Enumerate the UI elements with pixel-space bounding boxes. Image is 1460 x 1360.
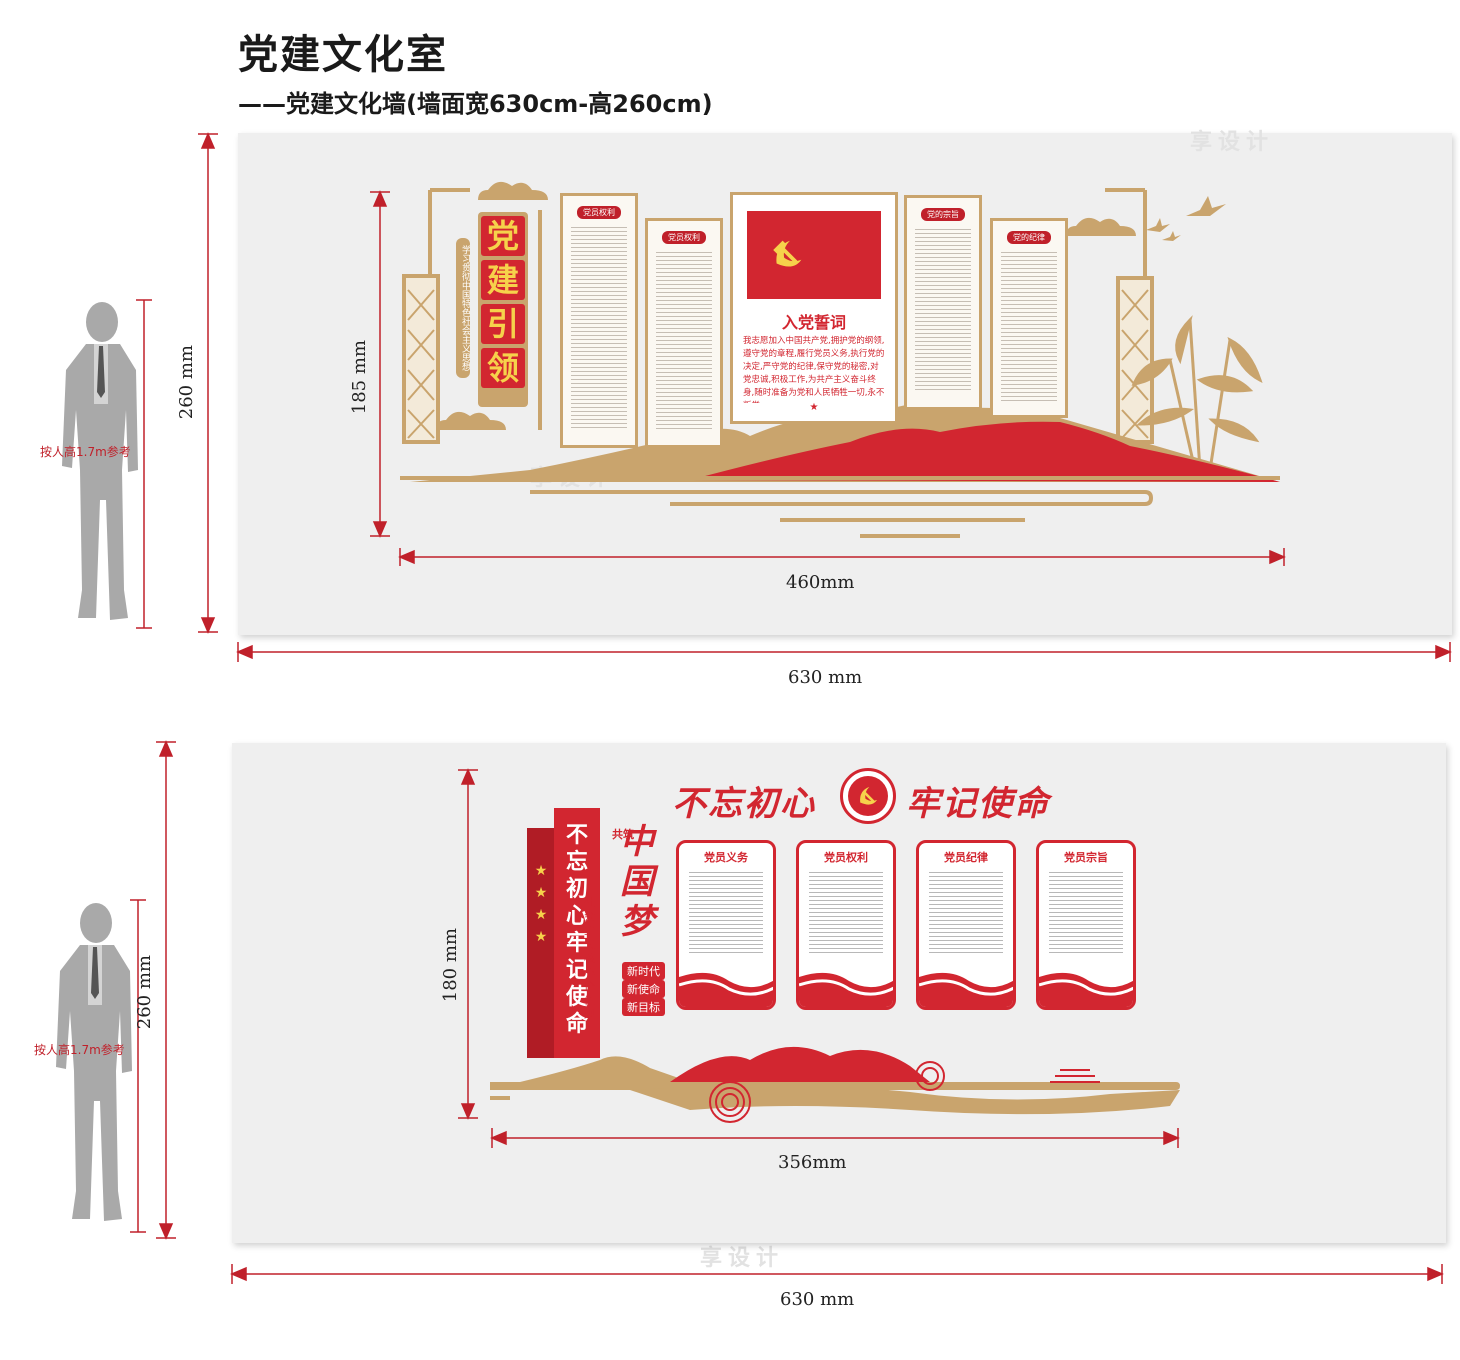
content-height-label: 180 mm [440,928,461,1003]
panel-body-text [689,869,763,955]
wave-decoration [799,972,893,1007]
panel-heading: 党的宗旨 [921,208,965,221]
info-panel: 党员宗旨 [1036,840,1136,1010]
person-height-note: 按人高1.7m参考 [40,445,131,459]
dimension-lines [130,740,1444,1284]
party-flag [747,211,881,299]
panel-heading: 党员宗旨 [1064,851,1108,864]
wall-height-label: 260 mm [134,955,155,1030]
panel-body-text [1049,869,1123,955]
tag-new-goal: 新目标 [622,998,665,1016]
watermark: 享设计 [1190,130,1275,155]
info-panel: 党员纪律 [916,840,1016,1010]
panel-heading: 党员权利 [577,206,621,219]
panel-body-text [656,249,712,431]
wall-width-label: 630 mm [780,1289,855,1310]
person-silhouette [56,903,132,1221]
wall-width-label: 630 mm [788,667,863,688]
panel-body-text [1001,249,1057,401]
oath-text: 我志愿加入中国共产党,拥护党的纲领,遵守党的章程,履行党员义务,执行党的决定,严… [743,336,885,403]
content-width-label: 460mm [786,572,855,593]
info-panel: 党员义务 [676,840,776,1010]
info-panel: 党员权利 [645,218,723,448]
dream-calligraphy: 中国梦 [620,822,654,942]
banner-side-text: 学习贯彻中国特色社会主义思想 [456,238,470,378]
panel-body-text [809,869,883,955]
headline-left: 不忘初心 [672,784,816,824]
panel-heading: 党员纪律 [944,851,988,864]
panel-heading: 党员权利 [662,231,706,244]
wave-decoration [679,972,773,1007]
banner-char: 引 [481,304,525,344]
banner-char: 党 [481,216,525,256]
hammer-sickle-icon [773,240,802,267]
culture-wall-artwork-1 [400,181,1280,538]
panel-heading: 党的纪律 [1007,231,1051,244]
watermark: 享设计 [700,1246,785,1271]
oath-title: 入党誓词 [781,313,846,332]
info-panel: 党的宗旨 [904,195,982,410]
party-emblem-icon [840,768,896,824]
tag-new-era: 新时代 [622,962,665,980]
vertical-banner: 不忘初心牢记使命 [554,808,600,1058]
wave-decoration [1039,972,1133,1007]
vertical-banner-text: 不忘初心牢记使命 [566,823,589,1037]
panel-heading: 党员权利 [824,851,868,864]
wall-height-label: 260 mm [176,345,197,420]
headline-right: 牢记使命 [906,784,1050,824]
wave-decoration [919,972,1013,1007]
panel-body-text [929,869,1003,955]
stars-icon: ★★★★ [534,863,548,945]
oath-panel: 入党誓词 我志愿加入中国共产党,拥护党的纲领,遵守党的章程,履行党员义务,执行党… [730,192,898,424]
info-panel: 党员权利 [796,840,896,1010]
person-silhouette [62,302,138,620]
info-panel: 党的纪律 [990,218,1068,418]
page-subtitle: ——党建文化墙(墙面宽630cm-高260cm) [238,90,713,118]
content-width-label: 356mm [778,1152,847,1173]
content-height-label: 185 mm [349,340,370,415]
dream-title: 共筑 [612,826,662,842]
panel-heading: 党员义务 [704,851,748,864]
panel-body-text [915,226,971,393]
person-height-note: 按人高1.7m参考 [34,1043,125,1057]
tag-new-mission: 新使命 [622,980,665,998]
culture-wall-artwork-2 [490,1046,1180,1123]
info-panel: 党员权利 [560,193,638,448]
star-icon: ★ [809,402,819,413]
panel-body-text [571,224,627,431]
banner-char: 领 [481,348,525,388]
dream-prefix: 共筑 [612,828,634,841]
party-building-banner: 党 建 引 领 [478,212,528,407]
page-title: 党建文化室 [238,32,448,78]
dimension-lines [136,132,1452,662]
side-ribbon [527,828,557,1058]
core-values-text: 社会主义核心价值观 [584,896,595,1021]
banner-char: 建 [481,260,525,300]
